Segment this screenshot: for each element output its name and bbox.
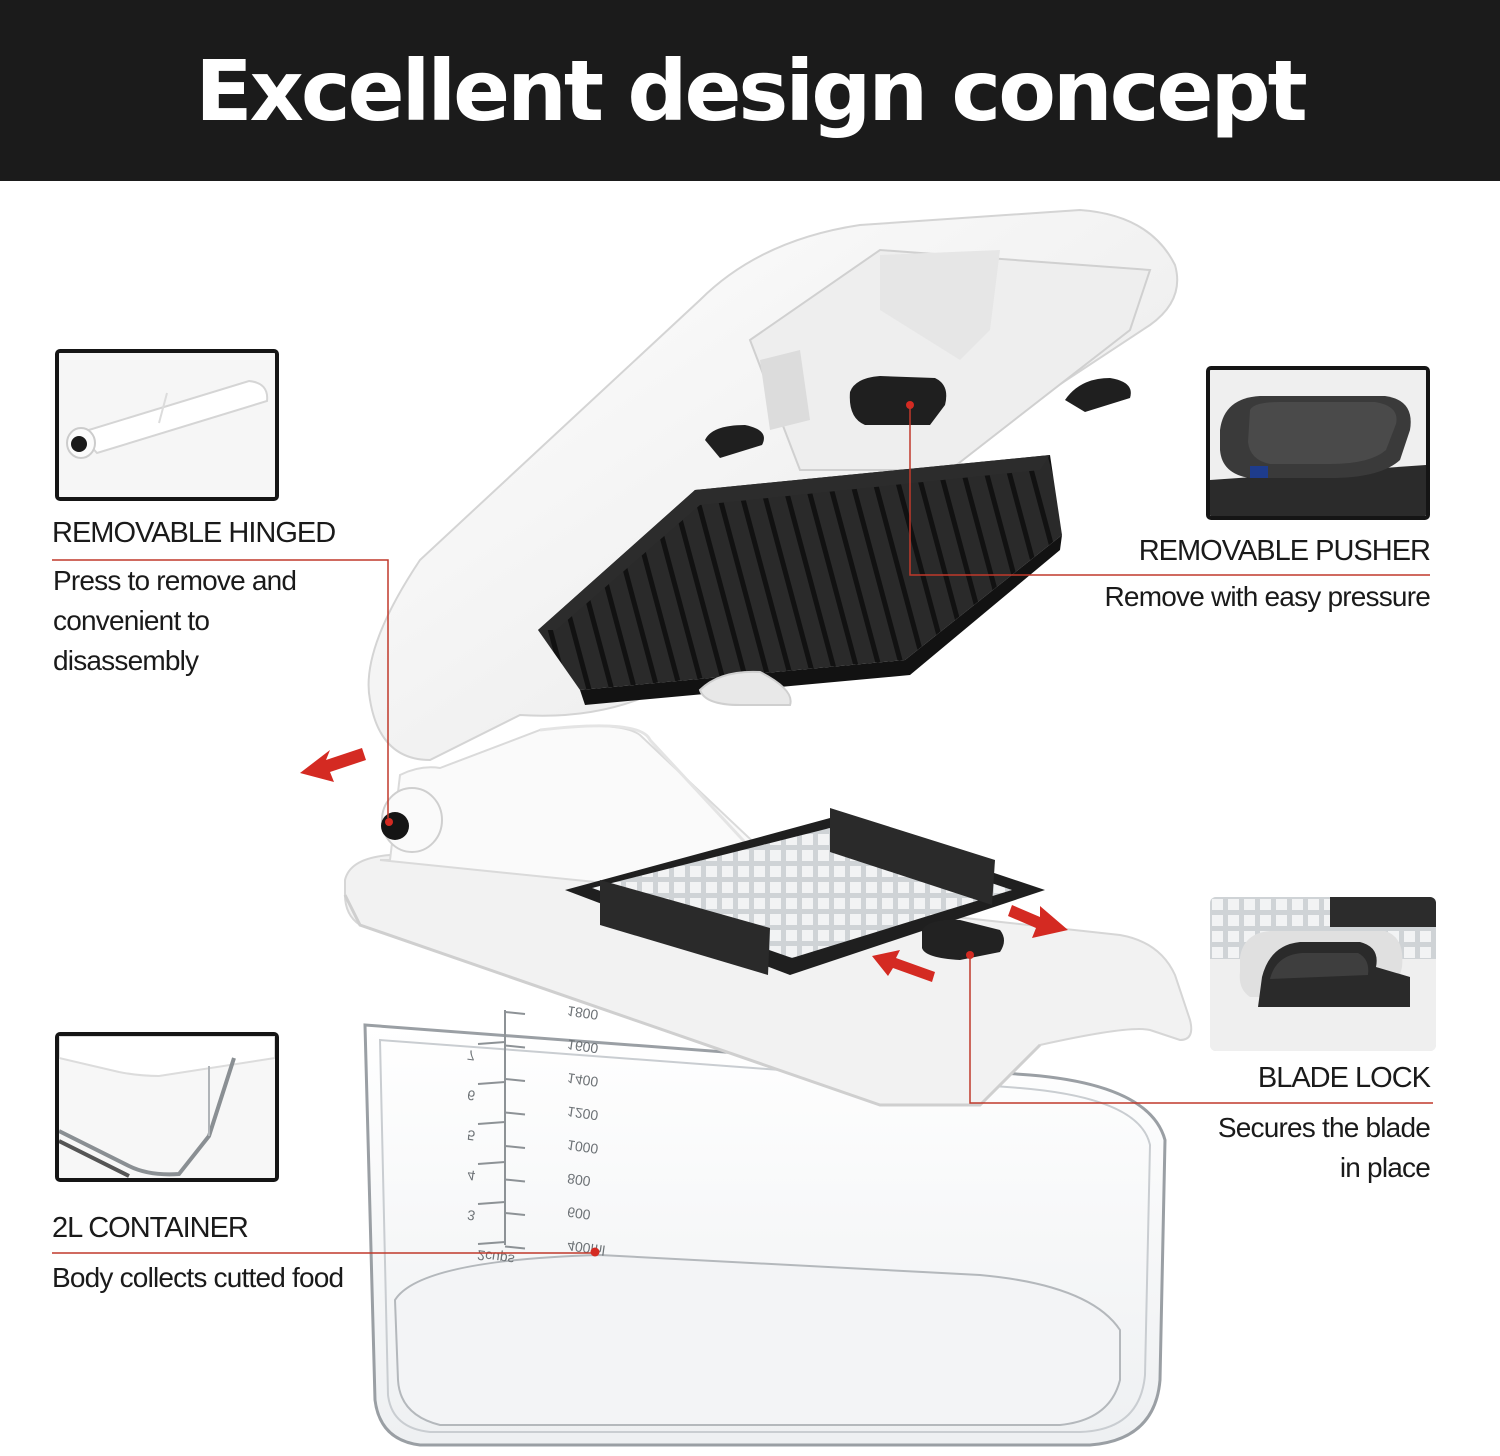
- arrow-icon-lock-right: [1008, 905, 1068, 938]
- arrow-icon-hinge-out: [300, 748, 366, 782]
- scale-tick: [477, 1041, 506, 1045]
- pusher-icon: [1210, 370, 1426, 516]
- hinge-pin-icon: [59, 353, 275, 497]
- page-title: Excellent design concept: [195, 41, 1307, 140]
- scale-tick: [504, 1011, 526, 1015]
- container-thumbnail: [55, 1032, 279, 1182]
- scale-label-ml: 400ml: [566, 1238, 606, 1259]
- blade-lock-thumbnail: [1210, 897, 1436, 1051]
- blade-lock-icon: [1210, 897, 1436, 1051]
- hinge-desc-line: Press to remove and: [53, 565, 297, 596]
- scale-label-ml: 600: [566, 1204, 592, 1223]
- blade-lock-desc-line: in place: [1339, 1152, 1431, 1183]
- blade-lock-feature-description: Secures the blade in place: [1217, 1108, 1431, 1188]
- container-body: [363, 1010, 1167, 1447]
- pusher-feature-description: Remove with easy pressure: [1104, 577, 1431, 617]
- base-plate: [343, 724, 1193, 1107]
- hinge-desc-line: disassembly: [53, 645, 199, 676]
- lid-arm: [367, 208, 1179, 762]
- header-banner: Excellent design concept: [0, 0, 1500, 181]
- scale-tick: [504, 1145, 526, 1149]
- pusher-desc-line: Remove with easy pressure: [1104, 581, 1431, 612]
- scale-label-cups: 7: [466, 1047, 476, 1064]
- blade-lock-desc-line: Secures the blade: [1217, 1112, 1431, 1143]
- hinge-desc-line: convenient to: [53, 605, 210, 636]
- scale-label-ml: 800: [566, 1171, 592, 1190]
- scale-label-cups: 6: [466, 1087, 476, 1104]
- blade-lock-feature-title: BLADE LOCK: [1257, 1062, 1431, 1094]
- scale-label-cups: 5: [466, 1127, 476, 1144]
- pusher-thumbnail: [1206, 366, 1430, 520]
- scale-label-cups: 3: [466, 1207, 476, 1224]
- container-desc-line: Body collects cutted food: [52, 1262, 344, 1293]
- container-feature-title: 2L CONTAINER: [52, 1212, 249, 1244]
- container-icon: [59, 1036, 275, 1178]
- scale-label-ml: 1400: [566, 1070, 599, 1090]
- scale-tick: [504, 1078, 526, 1082]
- scale-tick: [477, 1081, 506, 1085]
- hinge-feature-description: Press to remove and convenient to disass…: [53, 561, 297, 681]
- scale-tick: [477, 1241, 506, 1245]
- scale-tick: [477, 1121, 506, 1125]
- scale-label-ml: 1600: [566, 1037, 599, 1057]
- scale-label-ml: 1800: [566, 1003, 599, 1023]
- scale-label-ml: 1200: [566, 1104, 599, 1124]
- container-scale-cups: 7 6 5 4 3 2cups: [466, 1041, 515, 1268]
- hinge-pin-thumbnail: [55, 349, 279, 501]
- scale-tick: [477, 1201, 506, 1205]
- scale-tick: [504, 1044, 526, 1049]
- scale-tick: [504, 1245, 526, 1250]
- scale-tick: [504, 1178, 526, 1183]
- container-scale-ml: 1800 1600 1400 1200 1000 800 600 400ml: [504, 1003, 606, 1259]
- hinge-feature-title: REMOVABLE HINGED: [52, 517, 336, 549]
- scale-tick: [504, 1111, 526, 1116]
- scale-tick: [477, 1161, 506, 1165]
- scale-tick: [504, 1212, 526, 1216]
- container-feature-description: Body collects cutted food: [52, 1258, 344, 1298]
- scale-label-cups: 2cups: [476, 1247, 515, 1268]
- scale-label-cups: 4: [466, 1167, 476, 1184]
- pusher-feature-title: REMOVABLE PUSHER: [1138, 535, 1431, 567]
- scale-label-ml: 1000: [566, 1137, 599, 1157]
- arrow-icon-lock-left: [872, 950, 935, 982]
